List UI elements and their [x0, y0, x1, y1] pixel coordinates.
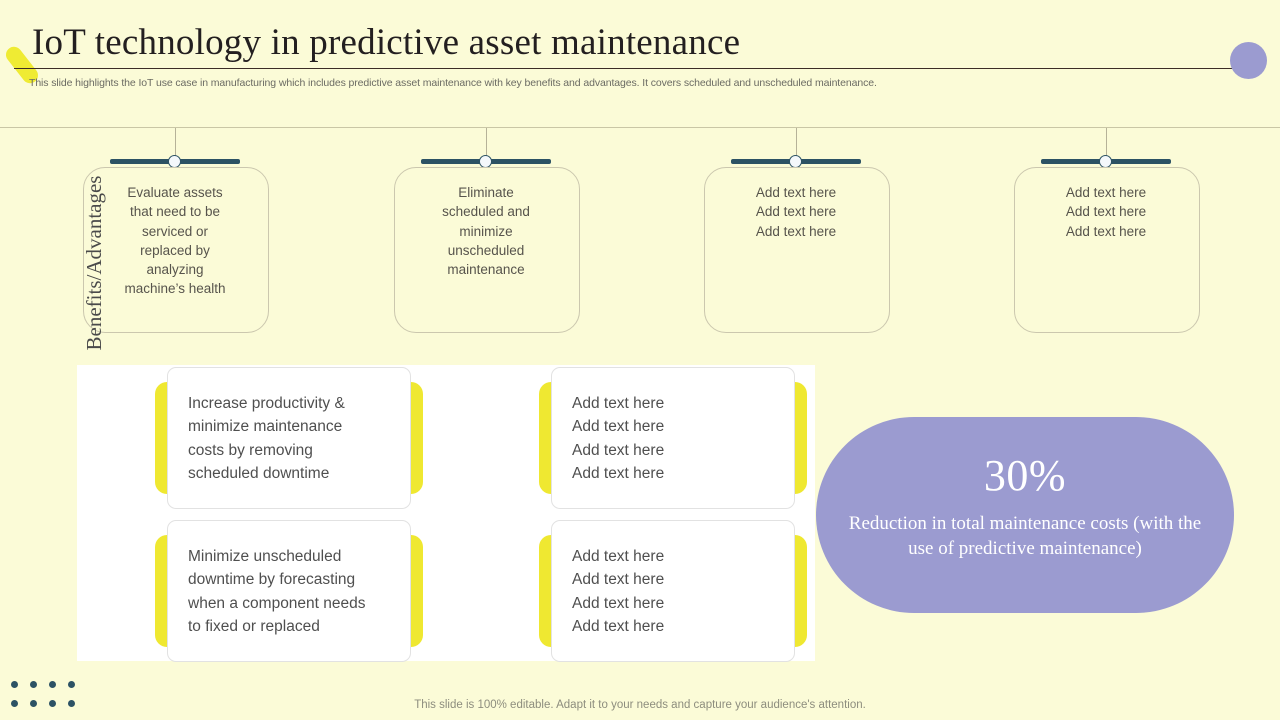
timeline-card-4[interactable] — [1014, 167, 1200, 333]
stat-value: 30% — [983, 451, 1067, 500]
timeline-stem-1 — [175, 128, 176, 162]
benefits-card-4[interactable] — [551, 520, 795, 662]
timeline-card-2[interactable] — [394, 167, 580, 333]
stat-callout[interactable]: 30% Reduction in total maintenance costs… — [816, 417, 1234, 613]
timeline-stem-3 — [796, 128, 797, 162]
benefits-card-1[interactable] — [167, 367, 411, 509]
timeline-card-3[interactable] — [704, 167, 890, 333]
page-title: IoT technology in predictive asset maint… — [32, 22, 741, 63]
stat-caption: Reduction in total maintenance costs (wi… — [848, 513, 1202, 559]
benefits-card-1-text: Increase productivity &minimize maintena… — [188, 395, 345, 483]
benefits-card-2[interactable] — [551, 367, 795, 509]
page-subtitle: This slide highlights the IoT use case i… — [29, 77, 877, 89]
header-divider — [14, 68, 1239, 69]
timeline-stem-4 — [1106, 128, 1107, 162]
benefits-card-3[interactable] — [167, 520, 411, 662]
dot-grid-decoration — [11, 681, 75, 707]
benefits-label: Benefits/Advantages — [82, 175, 106, 351]
timeline-divider — [0, 127, 1280, 128]
header-circle-decoration — [1230, 42, 1267, 79]
timeline-card-1[interactable] — [83, 167, 269, 333]
footer-note: This slide is 100% editable. Adapt it to… — [414, 699, 866, 711]
timeline-stem-2 — [486, 128, 487, 162]
